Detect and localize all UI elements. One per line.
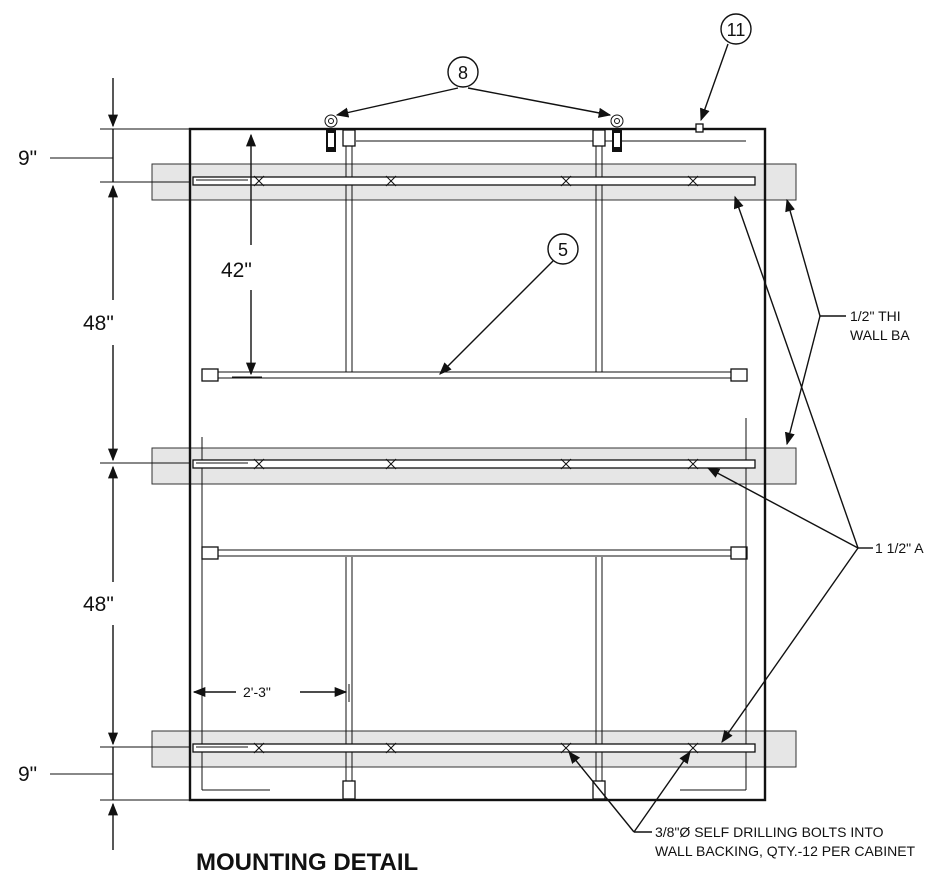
- rail-note: 1 1/2" A: [875, 540, 924, 556]
- bolt-marks: [253, 175, 699, 754]
- dimension-horizontal: [192, 684, 350, 702]
- mounting-rail-bottom: [192, 743, 756, 753]
- wall-backing-note-line2: WALL BA: [850, 327, 910, 343]
- bolt-mark: [253, 458, 265, 470]
- eye-hook-right: [610, 114, 624, 152]
- dimension-bottom-offset: 9": [18, 763, 37, 786]
- bolt-mark: [253, 175, 265, 187]
- horizontal-rod-upper: [201, 368, 748, 382]
- bolt-mark: [385, 458, 397, 470]
- callout-rod: 5: [439, 233, 579, 375]
- callout-hook: 8: [335, 56, 612, 118]
- bolt-mark: [560, 458, 572, 470]
- bolt-mark: [687, 458, 699, 470]
- bolts-note-line2: WALL BACKING, QTY.-12 PER CABINET: [655, 843, 916, 859]
- dimension-rod-height-label: 42": [221, 259, 252, 282]
- wall-backing-note-line1: 1/2" THI: [850, 308, 901, 324]
- dimension-horizontal-label: 2'-3": [243, 684, 271, 700]
- bolts-leader: [568, 750, 691, 833]
- svg-text:8: 8: [458, 63, 468, 83]
- horizontal-rod-lower: [201, 546, 748, 560]
- callout-clip: 11: [700, 13, 752, 122]
- side-bracket-right: [680, 418, 747, 791]
- dimension-rod-height: [232, 133, 262, 378]
- bolt-mark: [385, 175, 397, 187]
- bolt-mark: [385, 742, 397, 754]
- drawing-title: MOUNTING DETAIL: [196, 849, 418, 876]
- dimension-top-offset: 9": [18, 147, 37, 170]
- bolt-mark: [253, 742, 265, 754]
- cabinet-outline: [188, 127, 767, 802]
- dimension-chain-left: [50, 78, 190, 850]
- mounting-rail-top: [192, 176, 756, 186]
- eye-hook-left: [324, 114, 338, 152]
- rail-leader: [706, 195, 873, 744]
- svg-text:11: 11: [727, 20, 746, 40]
- dimension-upper-spacing: 48": [83, 312, 114, 335]
- side-bracket-left: [201, 437, 270, 791]
- svg-text:5: 5: [558, 240, 568, 260]
- dimension-lower-spacing: 48": [83, 593, 114, 616]
- bolt-mark: [687, 175, 699, 187]
- bolts-note-line1: 3/8"Ø SELF DRILLING BOLTS INTO: [655, 824, 884, 840]
- bolt-mark: [560, 175, 572, 187]
- wall-backing-leader: [784, 198, 846, 446]
- mounting-rail-middle: [192, 459, 756, 469]
- clip-part: [695, 123, 704, 133]
